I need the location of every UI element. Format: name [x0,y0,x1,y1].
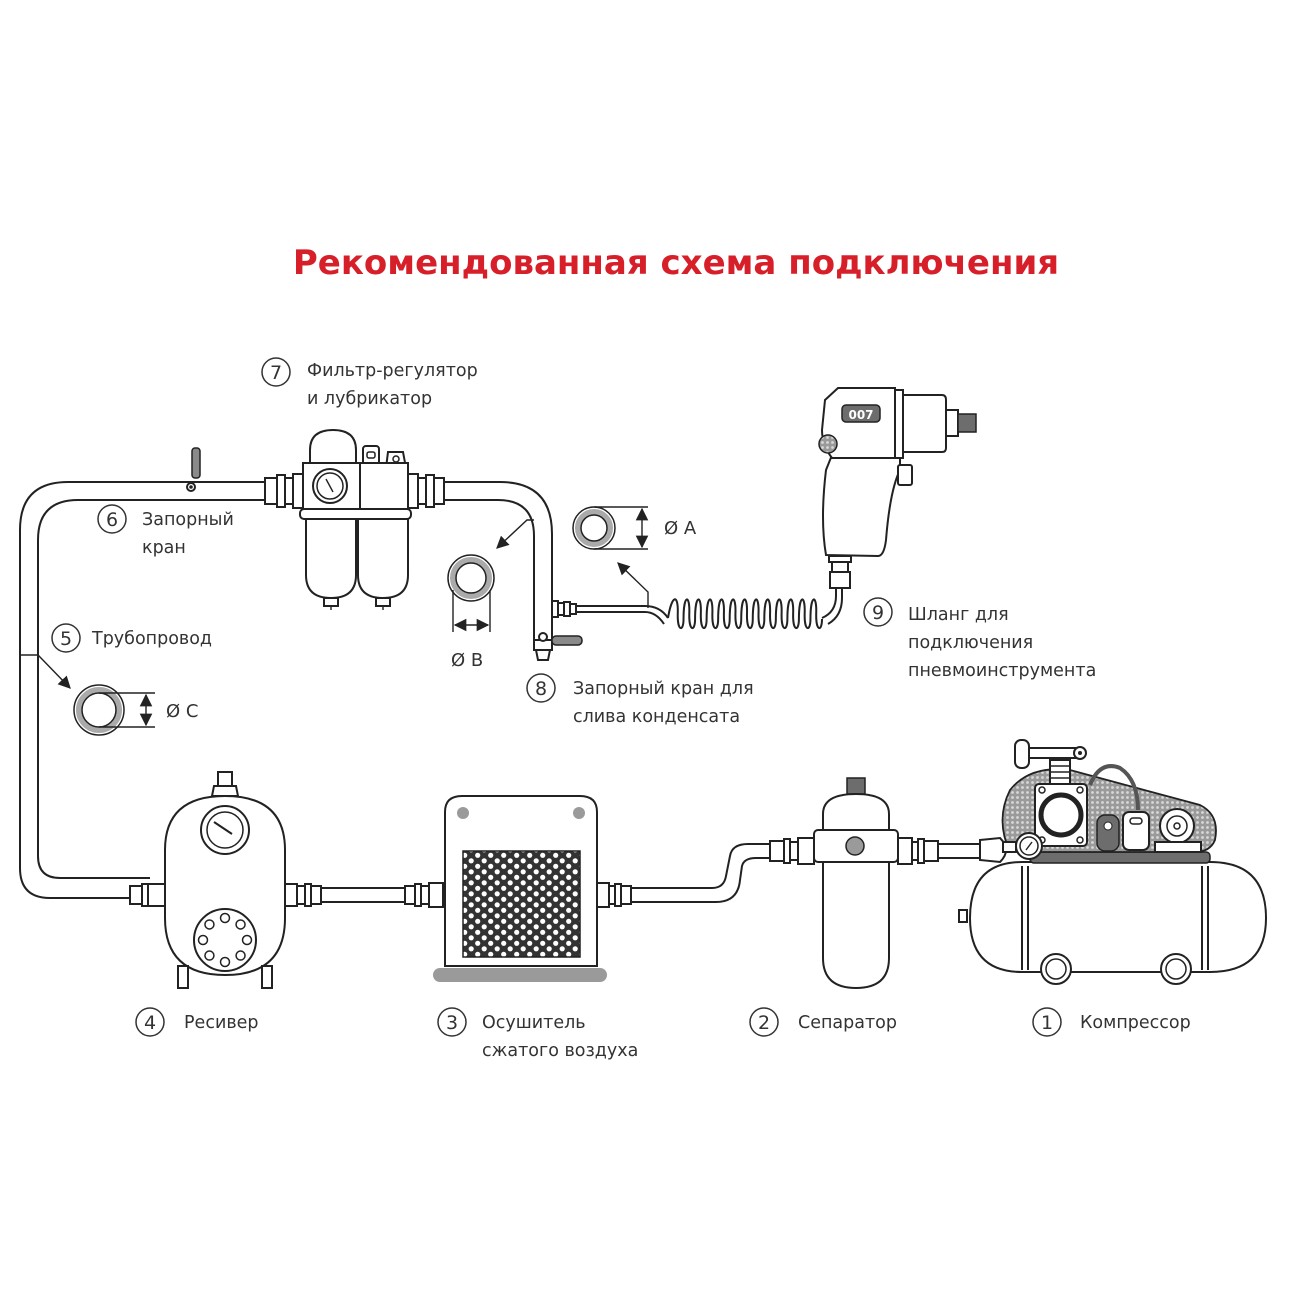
callout-8: 8 Запорный кран для слива конденсата [526,673,754,727]
callout-7: 7 Фильтр-регулятор и лубрикатор [261,357,478,409]
dimension-b: Ø B [447,519,534,671]
shutoff-valve-icon [186,447,201,492]
callout-label-line: кран [142,538,186,558]
callout-number-circle [97,504,127,534]
callout-number: 7 [270,362,282,384]
drain-valve-icon [533,600,583,661]
callout-number-circle [51,623,81,653]
pipeline-icon [19,481,553,899]
callout-label-line: Компрессор [1080,1013,1191,1033]
diagram-title: Рекомендованная схема подключения [293,243,1059,283]
dimension-c-label: Ø C [166,701,198,722]
callout-number: 6 [106,509,118,531]
impact-wrench-icon: 007 [818,387,977,589]
callout-6: 6 Запорный кран [97,504,234,558]
dimension-a: Ø A [572,506,697,608]
callout-number: 8 [535,678,547,700]
separator-icon [769,777,980,990]
callout-label-line: Трубопровод [91,629,212,649]
callout-label-line: Шланг для [908,605,1009,625]
callout-1: 1 Компрессор [1032,1007,1191,1037]
callout-2: 2 Сепаратор [749,1007,897,1037]
compressor-icon [958,739,1268,985]
callout-9: 9 Шланг для подключения пневмоинструмента [863,597,1096,681]
callout-label-line: Запорный кран для [573,679,754,699]
callout-number-circle [437,1007,467,1037]
flange-bolt [241,934,253,946]
flange-bolt [204,950,215,961]
callout-label-line: Фильтр-регулятор [307,361,478,381]
callout-5: 5 Трубопровод [51,623,212,653]
flange-bolt [235,950,246,961]
receiver-tank-icon [129,771,322,989]
air-hose-icon [576,586,843,629]
callout-label-line: пневмоинструмента [908,661,1096,681]
pipe-dryer-separator [631,843,770,903]
callout-label-line: слива конденсата [573,707,740,727]
callout-number-circle [1032,1007,1062,1037]
callout-label-line: Сепаратор [798,1013,897,1033]
callout-label-line: сжатого воздуха [482,1041,638,1061]
callout-label-line: и лубрикатор [307,389,432,409]
flange-bolt [219,912,231,924]
flange-bolt [204,919,215,930]
component-labels: 1 Компрессор 2 Сепаратор 3 Осушитель сжатого в… [51,357,1191,1061]
callout-number-circle [526,673,556,703]
pipe-receiver-dryer [321,882,444,908]
callout-number: 2 [758,1012,770,1034]
dimension-b-label: Ø B [451,650,483,671]
callout-number-circle [749,1007,779,1037]
dimension-a-label: Ø A [664,518,697,539]
callout-number-circle [863,597,893,627]
callout-4: 4 Ресивер [135,1007,259,1037]
callout-label-line: Осушитель [482,1013,586,1033]
flange-bolt [197,934,209,946]
flange-bolt [235,919,246,930]
callout-label-line: Запорный [142,510,234,530]
flange-bolt [219,956,231,968]
callout-3: 3 Осушитель сжатого воздуха [437,1007,638,1061]
callout-number-circle [261,357,291,387]
callout-label-line: подключения [908,633,1033,653]
callout-number: 9 [872,602,884,624]
callout-number-circle [135,1007,165,1037]
callout-number: 1 [1041,1012,1053,1034]
dimension-c: Ø C [20,654,198,736]
callout-number: 4 [144,1012,156,1034]
filter-regulator-lubricator-icon [264,428,445,610]
callout-label-line: Ресивер [184,1013,259,1033]
tool-brand-badge: 007 [848,408,873,422]
callout-number: 5 [60,628,72,650]
callout-number: 3 [446,1012,458,1034]
air-dryer-icon [433,795,632,982]
